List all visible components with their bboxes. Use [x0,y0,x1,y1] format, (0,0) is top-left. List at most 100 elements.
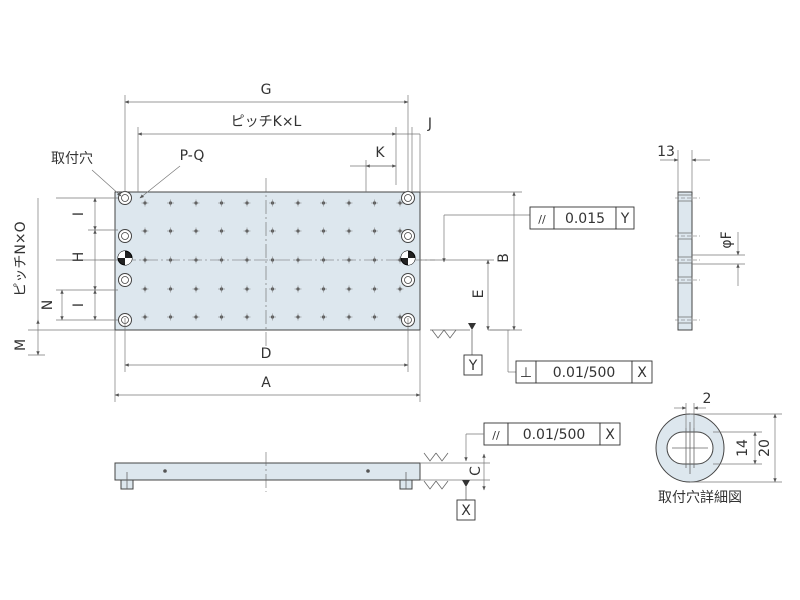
tapped-hole [294,199,302,207]
base-plate [114,191,421,331]
tapped-hole [320,227,327,235]
label-mount-hole: 取付穴 [51,151,93,167]
tol-perp-datum: X [637,365,647,381]
tapped-hole [218,256,225,264]
label-P-Q: P-Q [180,148,205,164]
tapped-hole [396,285,404,293]
side-view: C X [114,433,490,521]
tapped-hole-grid [141,199,404,321]
datum-label-X: X [461,503,471,519]
tapped-hole [269,227,276,235]
tol-perp-symbol: ⊥ [520,365,532,381]
tapped-hole [192,285,200,293]
mount-hole [401,191,415,205]
dim-label-J: J [427,116,432,132]
right-side-view: 13 φF [657,144,745,331]
dim-label-H: H [71,252,87,263]
mount-hole [118,229,132,243]
tapped-hole [294,256,302,264]
dowel-pin [400,250,416,266]
tol-top-value: 0.015 [565,211,605,227]
tapped-hole [141,256,149,264]
dim-label-B: B [496,253,512,263]
front-view [100,178,435,348]
dim-label-2: 2 [703,391,712,407]
detail-caption: 取付穴詳細図 [658,490,742,506]
tapped-hole [345,199,353,207]
tapped-hole [243,199,251,207]
mount-hole [401,273,415,287]
end-hole [675,256,700,264]
dim-label-pitch-kl: ピッチK×L [231,114,302,130]
end-hole [675,276,700,284]
tapped-hole [218,285,225,293]
tol-perp-value: 0.01/500 [553,365,616,381]
dim-label-K: K [375,145,385,161]
tapped-hole [371,256,378,264]
tapped-hole [167,256,174,264]
tapped-hole [269,285,276,293]
mount-hole [118,191,132,205]
tol-top-symbol: // [538,213,546,226]
tapped-hole [345,313,353,321]
surface-finish-symbol [431,329,457,339]
tapped-hole [371,285,378,293]
tapped-hole [218,199,225,207]
end-plate [677,191,693,331]
tapped-hole [320,313,327,321]
tol-side-value: 0.01/500 [523,427,586,443]
tapped-hole [243,285,251,293]
tol-top-datum: Y [620,211,630,227]
tolerance-frame-perp: ⊥ 0.01/500 X [515,360,653,384]
tolerance-frame-side: // 0.01/500 X [483,422,621,446]
tapped-hole [294,227,302,235]
tapped-hole [294,285,302,293]
tapped-hole [192,313,200,321]
dim-label-I-top: I [71,212,87,216]
tapped-hole [243,227,251,235]
datum-label-Y: Y [468,358,478,374]
dim-label-pitch-no: ピッチN×O [13,221,29,296]
tapped-hole [141,199,149,207]
tapped-hole [141,227,149,235]
side-plate [114,462,421,481]
tol-side-datum: X [605,427,615,443]
end-hole [675,232,700,240]
datum-triangle-x [462,480,470,487]
dim-label-M: M [13,339,29,351]
tapped-hole [192,227,200,235]
dim-label-I-bottom: I [71,303,87,307]
tapped-hole [320,256,327,264]
surface-finish-bottom [423,480,449,490]
mounting-holes [117,191,416,327]
tapped-hole [243,256,251,264]
front-dimensions: G ピッチK×L J K 取付穴 P-Q ピッチN×O M I [13,82,530,402]
tapped-hole [345,227,353,235]
side-holes [163,469,370,473]
tolerance-frame-top: // 0.015 Y [529,206,635,230]
tapped-hole [192,256,200,264]
mount-hole-detail: 2 14 20 取付穴詳細図 [655,391,782,506]
tapped-hole [345,285,353,293]
datum-box-Y [463,354,483,376]
tapped-hole [294,313,302,321]
datum-triangle-y [468,323,476,330]
tapped-hole [218,313,225,321]
tapped-hole [320,285,327,293]
tapped-hole [218,227,225,235]
dim-label-phiF: φF [719,231,735,248]
tapped-hole [269,199,276,207]
tapped-hole [269,313,276,321]
surface-finish-top [423,452,449,462]
side-hole [366,469,370,473]
side-hole [163,469,167,473]
dim-label-D: D [261,346,272,362]
end-hole [675,194,700,202]
tapped-hole [396,199,404,207]
dim-label-13: 13 [657,144,675,160]
tol-side-symbol: // [492,429,500,442]
tapped-hole [192,199,200,207]
dim-label-20: 20 [757,439,773,457]
tapped-hole [167,199,174,207]
